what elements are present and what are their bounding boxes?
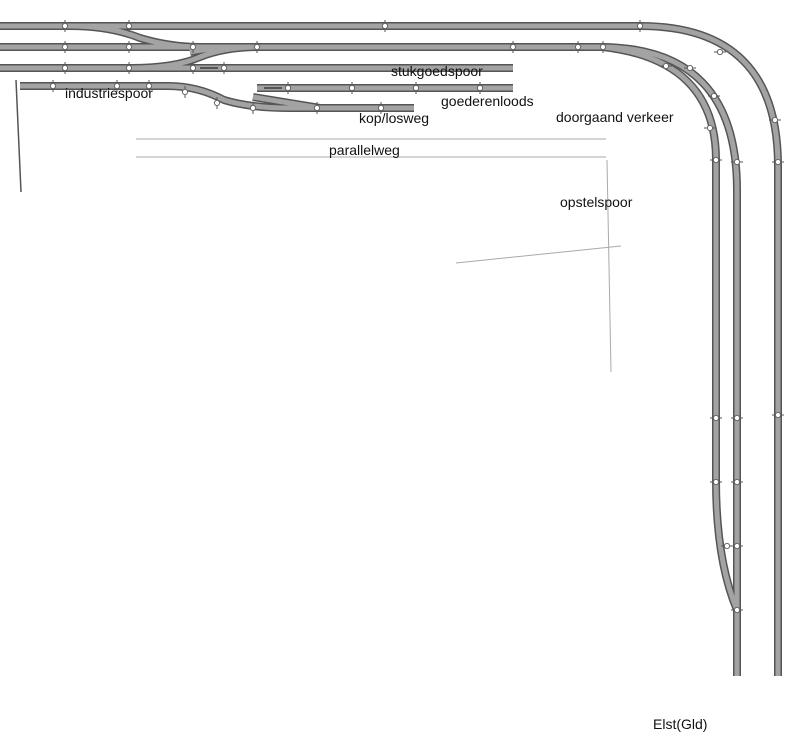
joint-dot bbox=[574, 43, 582, 51]
opstelspoor-guide-vertical bbox=[606, 159, 612, 373]
joint-dot bbox=[377, 104, 385, 112]
joint-dot bbox=[509, 43, 517, 51]
joint-dot bbox=[686, 64, 694, 72]
signal-pole bbox=[15, 79, 22, 193]
opstelspoor-guide-diagonal bbox=[455, 245, 622, 264]
joint-dot bbox=[113, 82, 121, 90]
label-stukgoedspoor: stukgoedspoor bbox=[391, 63, 483, 79]
joint-dot bbox=[710, 92, 718, 100]
tracks-inner bbox=[0, 23, 781, 676]
joint-dot bbox=[774, 411, 782, 419]
joint-dot bbox=[733, 478, 741, 486]
joint-dot bbox=[723, 542, 731, 550]
joint-dot bbox=[145, 82, 153, 90]
label-goederenloods: goederenloods bbox=[441, 93, 534, 109]
construction-lines bbox=[15, 79, 622, 373]
joint-dot bbox=[476, 84, 484, 92]
joint-dot bbox=[189, 43, 197, 51]
joint-dot bbox=[712, 478, 720, 486]
joint-dot bbox=[712, 156, 720, 164]
label-kop-losweg: kop/losweg bbox=[359, 110, 429, 126]
label-industriespoor: industriespoor bbox=[65, 85, 153, 101]
joint-dot bbox=[348, 84, 356, 92]
joint-dot bbox=[125, 22, 133, 30]
joint-dot bbox=[774, 158, 782, 166]
joint-dot bbox=[733, 158, 741, 166]
joint-dot bbox=[712, 414, 720, 422]
joint-dot bbox=[49, 82, 57, 90]
joint-dot bbox=[181, 88, 189, 96]
joint-dot bbox=[733, 606, 741, 614]
joint-dot bbox=[716, 48, 724, 56]
joint-dot bbox=[381, 22, 389, 30]
joint-dot bbox=[61, 43, 69, 51]
joint-dot bbox=[125, 43, 133, 51]
joint-dot bbox=[412, 84, 420, 92]
joint-dot bbox=[706, 124, 714, 132]
joint-dot bbox=[636, 22, 644, 30]
joint-dot bbox=[213, 99, 221, 107]
joint-dot bbox=[733, 542, 741, 550]
label-doorgaand-verkeer: doorgaand verkeer bbox=[556, 109, 674, 125]
joint-dot bbox=[125, 64, 133, 72]
labels: stukgoedspoor industriespoor goederenloo… bbox=[65, 63, 707, 732]
joint-dot bbox=[733, 414, 741, 422]
track-industriespoor-fill bbox=[20, 83, 414, 111]
switch-curve-a-fill bbox=[69, 23, 201, 50]
label-station: Elst(Gld) bbox=[653, 716, 707, 732]
track-doorgaand-outer-fill bbox=[0, 23, 781, 676]
joint-dot bbox=[284, 84, 292, 92]
joint-dot bbox=[189, 64, 197, 72]
joint-dot bbox=[662, 62, 670, 70]
joint-dot bbox=[61, 64, 69, 72]
joint-dot bbox=[220, 64, 228, 72]
label-parallelweg: parallelweg bbox=[329, 142, 400, 158]
track-kop-losweg-fill bbox=[252, 94, 321, 111]
joint-dot bbox=[313, 104, 321, 112]
joint-dot bbox=[61, 22, 69, 30]
joint-dot bbox=[599, 43, 607, 51]
joint-dot bbox=[253, 43, 261, 51]
joint-dot bbox=[771, 116, 779, 124]
label-opstelspoor: opstelspoor bbox=[560, 194, 633, 210]
track-joints bbox=[49, 20, 784, 614]
switch-curve-c-fill bbox=[129, 44, 261, 71]
joint-dot bbox=[249, 104, 257, 112]
